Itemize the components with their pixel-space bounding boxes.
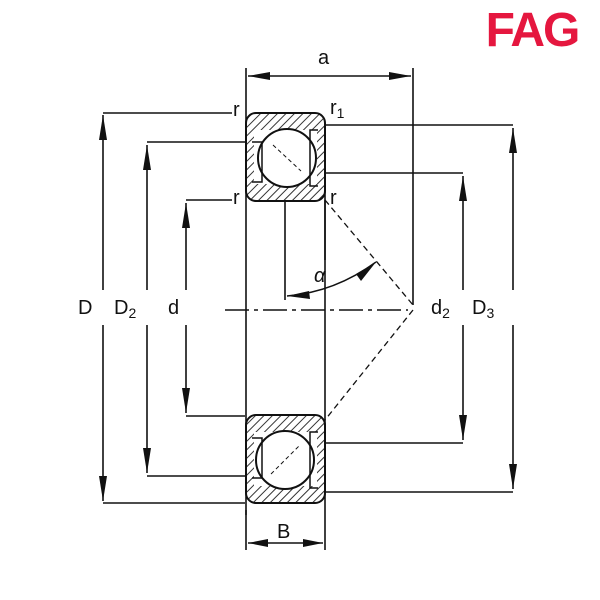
label-r1-main: r — [330, 97, 337, 119]
label-a: a — [318, 47, 330, 69]
label-D3-main: D — [472, 297, 487, 319]
label-r-mid-left: r — [233, 187, 240, 209]
label-r1: r1 — [330, 98, 344, 120]
label-d: d — [168, 297, 180, 319]
label-d2: d2 — [431, 298, 450, 320]
label-D2-sub: 2 — [128, 305, 137, 321]
alpha-arc — [286, 261, 377, 297]
bearing-section-bottom — [245, 414, 326, 504]
label-D2-main: D — [114, 297, 129, 319]
brand-logo: FAG — [486, 4, 579, 57]
label-d2-main: d — [431, 297, 443, 319]
dimension-lines — [102, 68, 514, 550]
label-d2-sub: 2 — [442, 305, 450, 321]
label-D2: D2 — [114, 298, 136, 320]
label-r-top-left: r — [233, 99, 240, 121]
label-D3: D3 — [472, 298, 494, 320]
label-D: D — [78, 297, 93, 319]
label-D3-sub: 3 — [486, 305, 495, 321]
label-B: B — [277, 521, 291, 543]
label-r-mid-right: r — [330, 187, 337, 209]
label-alpha: α — [314, 265, 326, 287]
bearing-section-top — [245, 112, 326, 202]
label-r1-sub: 1 — [336, 105, 345, 121]
arrowheads — [99, 72, 517, 547]
